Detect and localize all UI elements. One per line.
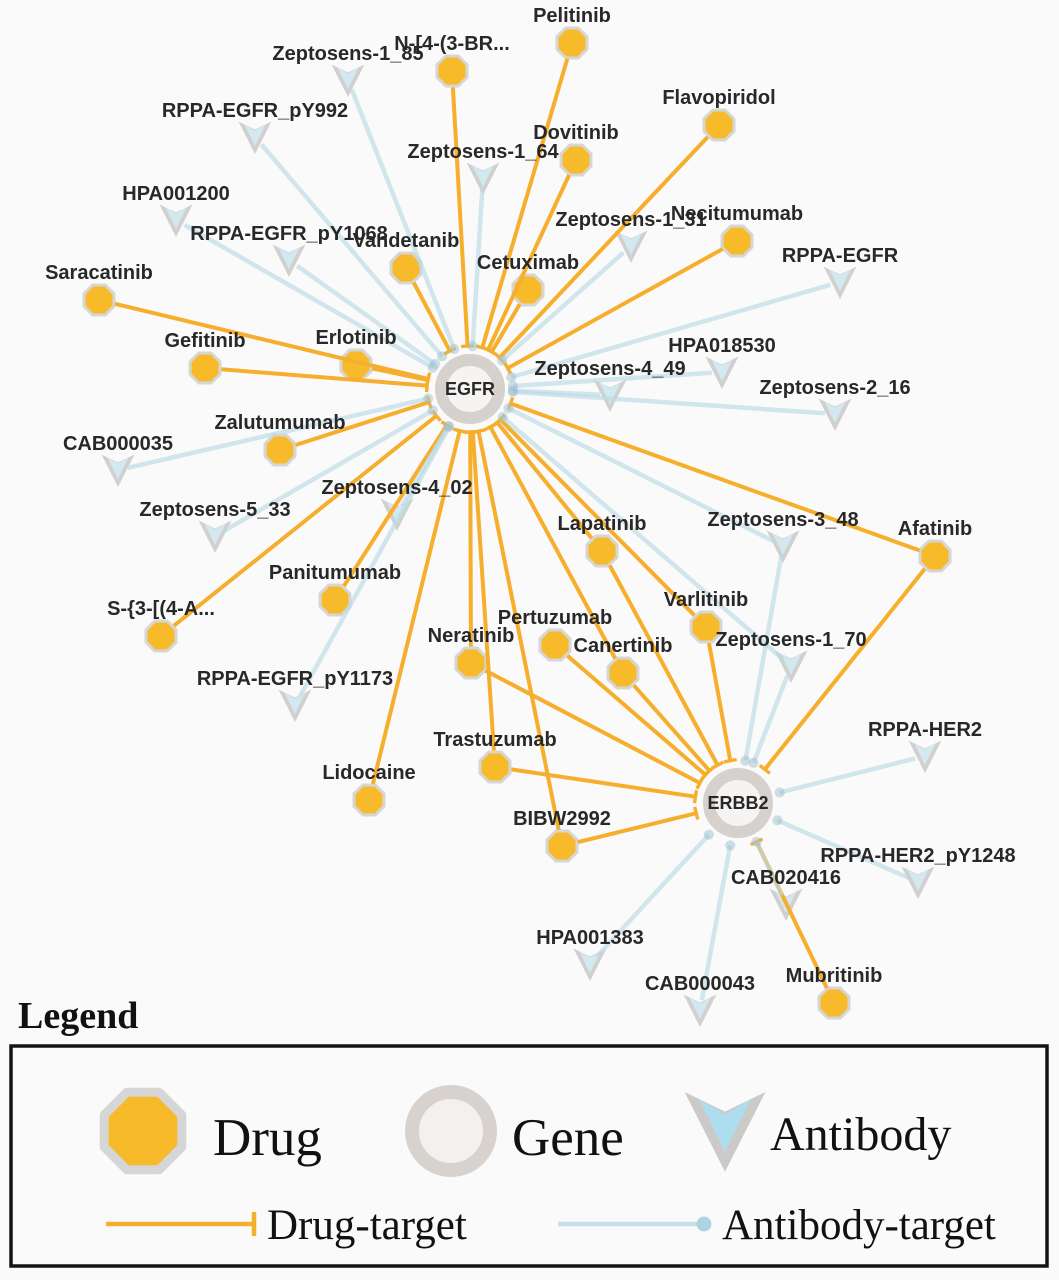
svg-text:Zeptosens-4_49: Zeptosens-4_49: [534, 358, 685, 380]
svg-text:Zeptosens-3_48: Zeptosens-3_48: [707, 509, 858, 531]
svg-text:BIBW2992: BIBW2992: [513, 808, 611, 830]
svg-text:Zeptosens-1_64: Zeptosens-1_64: [407, 141, 559, 163]
svg-text:Gefitinib: Gefitinib: [164, 330, 245, 352]
svg-text:Zeptosens-1_85: Zeptosens-1_85: [272, 43, 423, 65]
svg-text:Zeptosens-4_02: Zeptosens-4_02: [321, 477, 472, 499]
svg-text:Flavopiridol: Flavopiridol: [662, 87, 775, 109]
svg-text:Lidocaine: Lidocaine: [322, 762, 415, 784]
svg-text:CAB000043: CAB000043: [645, 973, 755, 995]
svg-text:Cetuximab: Cetuximab: [477, 252, 579, 274]
svg-text:Zeptosens-1_70: Zeptosens-1_70: [715, 629, 866, 651]
svg-text:ERBB2: ERBB2: [707, 793, 768, 813]
svg-text:Lapatinib: Lapatinib: [558, 513, 647, 535]
svg-text:RPPA-EGFR_pY992: RPPA-EGFR_pY992: [162, 100, 348, 122]
svg-text:RPPA-EGFR_pY1173: RPPA-EGFR_pY1173: [197, 668, 393, 690]
svg-text:Erlotinib: Erlotinib: [315, 327, 396, 349]
svg-text:Pelitinib: Pelitinib: [533, 5, 611, 27]
svg-text:Necitumumab: Necitumumab: [671, 203, 803, 225]
svg-text:Zeptosens-1_31: Zeptosens-1_31: [555, 209, 706, 231]
svg-text:Pertuzumab: Pertuzumab: [498, 607, 612, 629]
svg-text:Zalutumumab: Zalutumumab: [214, 412, 345, 434]
svg-text:Afatinib: Afatinib: [898, 518, 972, 540]
svg-text:Saracatinib: Saracatinib: [45, 262, 153, 284]
svg-text:HPA001200: HPA001200: [122, 183, 229, 205]
svg-text:Vandetanib: Vandetanib: [353, 230, 460, 252]
svg-text:HPA001383: HPA001383: [536, 927, 643, 949]
svg-text:Antibody-target: Antibody-target: [722, 1202, 996, 1249]
svg-text:RPPA-HER2_pY1248: RPPA-HER2_pY1248: [820, 845, 1015, 867]
svg-text:EGFR: EGFR: [445, 379, 495, 399]
svg-text:Antibody: Antibody: [770, 1108, 951, 1161]
svg-text:RPPA-EGFR_pY1068: RPPA-EGFR_pY1068: [190, 223, 387, 245]
svg-text:RPPA-HER2: RPPA-HER2: [868, 719, 982, 741]
svg-text:CAB020416: CAB020416: [731, 867, 841, 889]
svg-text:Drug-target: Drug-target: [267, 1202, 467, 1249]
svg-text:Panitumumab: Panitumumab: [269, 562, 401, 584]
svg-text:RPPA-EGFR: RPPA-EGFR: [782, 245, 899, 267]
svg-text:Varlitinib: Varlitinib: [664, 589, 748, 611]
svg-text:Gene: Gene: [512, 1109, 624, 1167]
svg-text:Neratinib: Neratinib: [428, 625, 515, 647]
svg-text:Trastuzumab: Trastuzumab: [433, 729, 556, 751]
svg-text:Dovitinib: Dovitinib: [533, 122, 619, 144]
svg-text:Legend: Legend: [18, 995, 138, 1037]
svg-text:N-[4-(3-BR...: N-[4-(3-BR...: [394, 33, 510, 55]
svg-text:Zeptosens-5_33: Zeptosens-5_33: [139, 499, 290, 521]
svg-text:CAB000035: CAB000035: [63, 433, 173, 455]
svg-text:Zeptosens-2_16: Zeptosens-2_16: [759, 377, 910, 399]
svg-text:Canertinib: Canertinib: [574, 635, 673, 657]
svg-text:Mubritinib: Mubritinib: [786, 965, 883, 987]
svg-text:Drug: Drug: [213, 1109, 322, 1167]
svg-text:HPA018530: HPA018530: [668, 335, 775, 357]
svg-text:S-{3-[(4-A...: S-{3-[(4-A...: [107, 598, 215, 620]
